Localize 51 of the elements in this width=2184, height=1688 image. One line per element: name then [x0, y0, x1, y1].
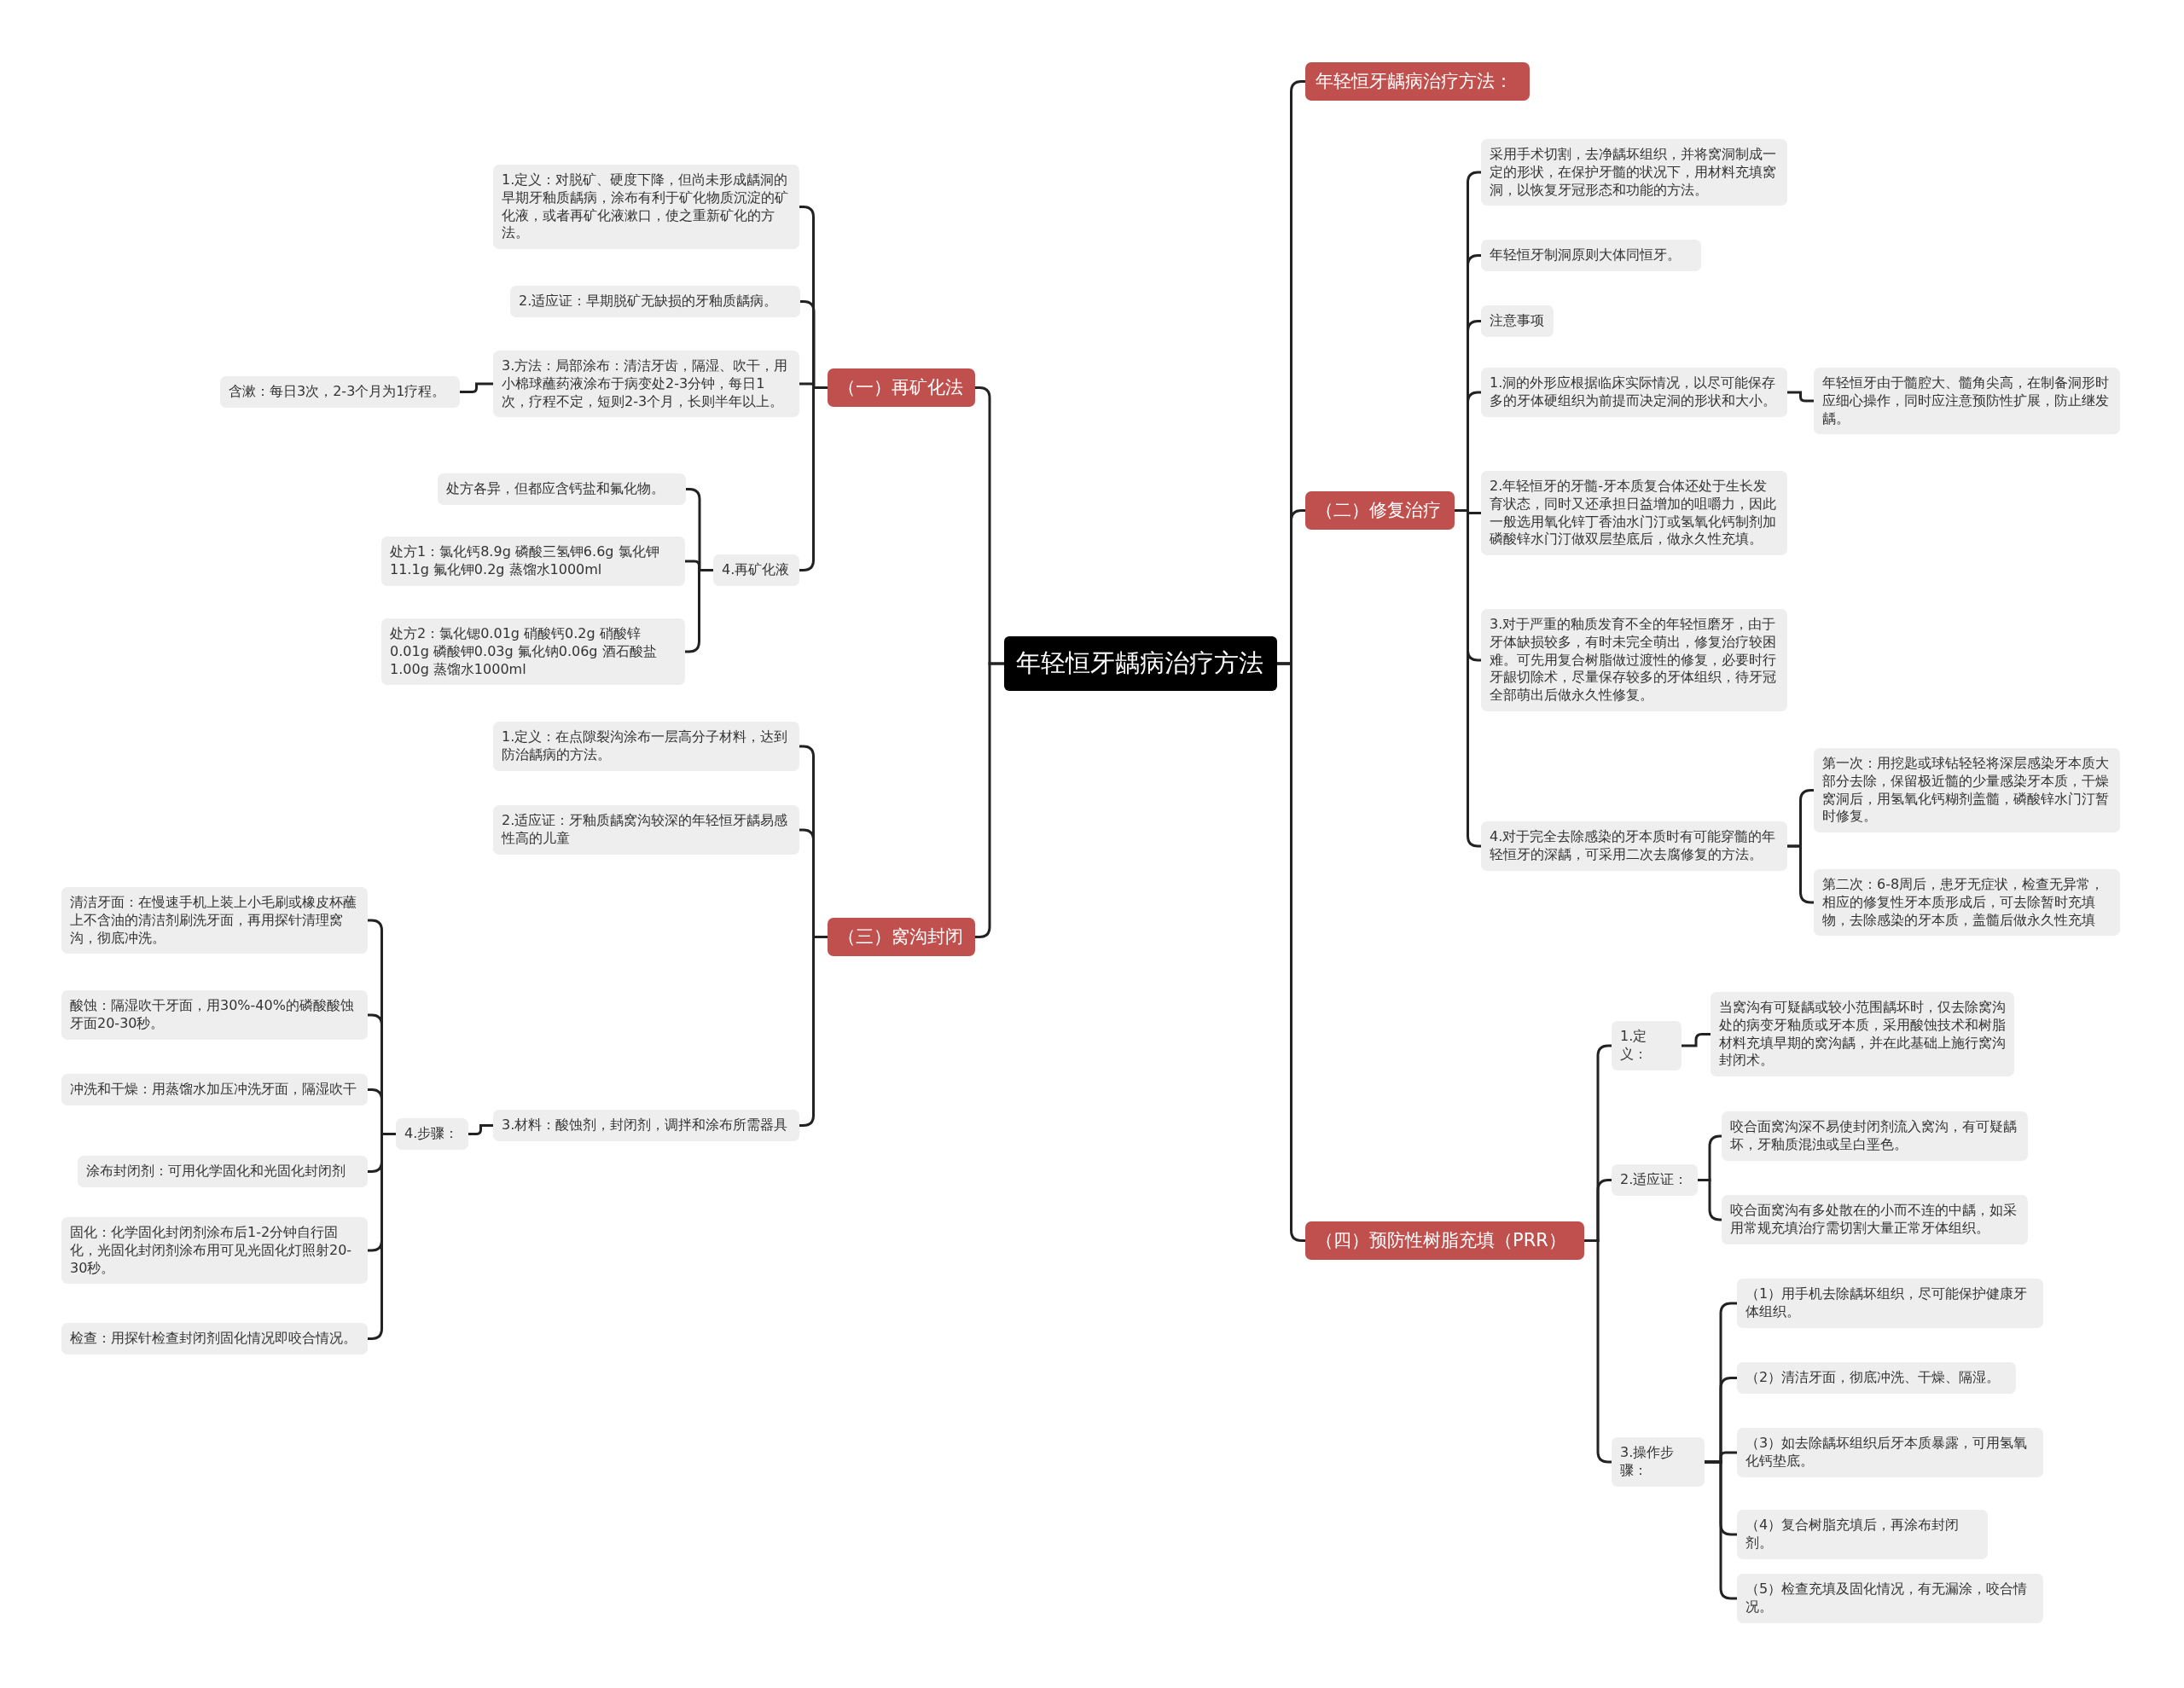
topic-box: 2.年轻恒牙的牙髓-牙本质复合体还处于生长发育状态，同时又还承担日益增加的咀嚼力，因此一般选用氧化锌丁香油水门汀或氢氧化钙制剂加磷酸锌水门汀做双层垫底后，做永久性充填。: [1481, 471, 1787, 556]
topic-box: 含漱：每日3次，2-3个月为1疗程。: [220, 376, 460, 408]
topic-box: 冲洗和干燥：用蒸馏水加压冲洗牙面，隔湿吹干: [61, 1074, 368, 1105]
topic-box: （5）检查充填及固化情况，有无漏涂，咬合情况。: [1737, 1574, 2043, 1623]
topic-box: 2.适应证：牙釉质龋窝沟较深的年轻恒牙龋易感性高的儿童: [493, 805, 799, 855]
topic-box: 2.适应证：: [1612, 1164, 1698, 1196]
branch-topic: （四）预防性树脂充填（PRR）: [1305, 1221, 1584, 1261]
topic-box: 酸蚀：隔湿吹干牙面，用30%-40%的磷酸酸蚀牙面20-30秒。: [61, 990, 368, 1040]
topic-box: 第一次：用挖匙或球钻轻轻将深层感染牙本质大部分去除，保留极近髓的少量感染牙本质，干燥窝洞后，用氢氧化钙糊剂盖髓，磷酸锌水门汀暂时修复。: [1814, 748, 2120, 833]
topic-box: 年轻恒牙制洞原则大体同恒牙。: [1481, 240, 1701, 271]
connector-line: [1705, 1460, 1737, 1600]
topic-box: 检查：用探针检查封闭剂固化情况即咬合情况。: [61, 1323, 368, 1354]
topic-box: 处方2：氯化锶0.01g 硝酸钙0.2g 硝酸锌0.01g 磷酸钾0.03g 氟化钠0.06g 酒石酸盐1.00g 蒸馏水1000ml: [381, 618, 685, 686]
topic-box: 年轻恒牙由于髓腔大、髓角尖高，在制备洞形时应细心操作，同时应注意预防性扩展，防止继发龋。: [1814, 368, 2120, 435]
connector-line: [1787, 391, 1814, 403]
branch-topic: （二）修复治疗: [1305, 491, 1455, 531]
topic-box: （1）用手机去除龋坏组织，尽可能保护健康牙体组织。: [1737, 1279, 2043, 1328]
connector-line: [1682, 1033, 1711, 1047]
topic-box: 3.对于严重的釉质发育不全的年轻恒磨牙，由于牙体缺损较多，有时未完全萌出，修复治疗较困难。可先用复合树脂做过渡性的修复，必要时行牙龈切除术，尽量保存较多的牙体组织，待牙冠全部萌出后做永久性修复。: [1481, 609, 1787, 711]
connector-line: [1698, 1179, 1722, 1221]
branch-topic: 年轻恒牙龋病治疗方法：: [1305, 62, 1530, 102]
topic-box: 固化：化学固化封闭剂涂布后1-2分钟自行固化，光固化封闭剂涂布用可见光固化灯照射20-30秒。: [61, 1217, 368, 1285]
topic-box: 1.定义：对脱矿、硬度下降，但尚未形成龋洞的早期牙釉质龋病，涂布有利于矿化物质沉淀的矿化液，或者再矿化液漱口，使之重新矿化的方法。: [493, 165, 799, 250]
branch-topic: （三）窝沟封闭: [828, 918, 975, 957]
central-topic: 年轻恒牙龋病治疗方法: [1004, 636, 1277, 691]
topic-box: 1.定义：在点隙裂沟涂布一层高分子材料，达到防治龋病的方法。: [493, 722, 799, 771]
topic-box: 4.对于完全去除感染的牙本质时有可能穿髓的年轻恒牙的深龋，可采用二次去腐修复的方法。: [1481, 821, 1787, 871]
topic-box: 2.适应证：早期脱矿无缺损的牙釉质龋病。: [510, 286, 800, 317]
connector-line: [468, 1124, 493, 1135]
topic-box: （4）复合树脂充填后，再涂布封闭剂。: [1737, 1510, 1988, 1559]
topic-box: 3.操作步骤：: [1612, 1437, 1705, 1487]
topic-box: 1.洞的外形应根据临床实际情况，以尽可能保存多的牙体硬组织为前提而决定洞的形状和大小。: [1481, 368, 1787, 417]
branch-topic: （一）再矿化法: [828, 368, 975, 408]
topic-box: 第二次：6-8周后，患牙无症状，检查无异常，相应的修复性牙本质形成后，可去除暂时充填物，去除感染的牙本质，盖髓后做永久性充填: [1814, 869, 2120, 937]
topic-box: 1.定义：: [1612, 1021, 1682, 1070]
topic-box: 处方1：氯化钙8.9g 磷酸三氢钾6.6g 氯化钾11.1g 氟化钾0.2g 蒸馏水1000ml: [381, 537, 685, 586]
topic-box: 4.再矿化液: [713, 554, 799, 586]
topic-box: （2）清洁牙面，彻底冲洗、干燥、隔湿。: [1737, 1362, 2016, 1394]
topic-box: 咬合面窝沟有多处散在的小而不连的中龋，如采用常规充填治疗需切割大量正常牙体组织。: [1722, 1195, 2028, 1244]
topic-box: 处方各异，但都应含钙盐和氟化物。: [438, 473, 686, 505]
topic-box: 3.材料：酸蚀剂，封闭剂，调拌和涂布所需器具: [493, 1110, 799, 1141]
topic-box: 当窝沟有可疑龋或较小范围龋坏时，仅去除窝沟处的病变牙釉质或牙本质，采用酸蚀技术和树脂材料充填早期的窝沟龋，并在此基础上施行窝沟封闭术。: [1711, 992, 2014, 1077]
topic-box: 清洁牙面：在慢速手机上装上小毛刷或橡皮杯蘸上不含油的清洁剂刷洗牙面，再用探针清理窝沟，彻底冲洗。: [61, 887, 368, 954]
connector-line: [460, 382, 493, 393]
topic-box: 3.方法：局部涂布：清洁牙齿，隔湿、吹干，用小棉球蘸药液涂布于病变处2-3分钟，每日1次，疗程不定，短则2-3个月，长则半年以上。: [493, 351, 799, 418]
topic-box: 4.步骤：: [396, 1118, 468, 1150]
topic-box: 采用手术切割，去净龋坏组织，并将窝洞制成一定的形状，在保护牙髓的状况下，用材料充填窝洞，以恢复牙冠形态和功能的方法。: [1481, 139, 1787, 206]
topic-box: 咬合面窝沟深不易使封闭剂流入窝沟，有可疑龋坏，牙釉质混浊或呈白垩色。: [1722, 1111, 2028, 1161]
topic-box: 涂布封闭剂：可用化学固化和光固化封闭剂: [78, 1156, 368, 1187]
topic-box: 注意事项: [1481, 305, 1554, 337]
topic-box: （3）如去除龋坏组织后牙本质暴露，可用氢氧化钙垫底。: [1737, 1428, 2043, 1477]
